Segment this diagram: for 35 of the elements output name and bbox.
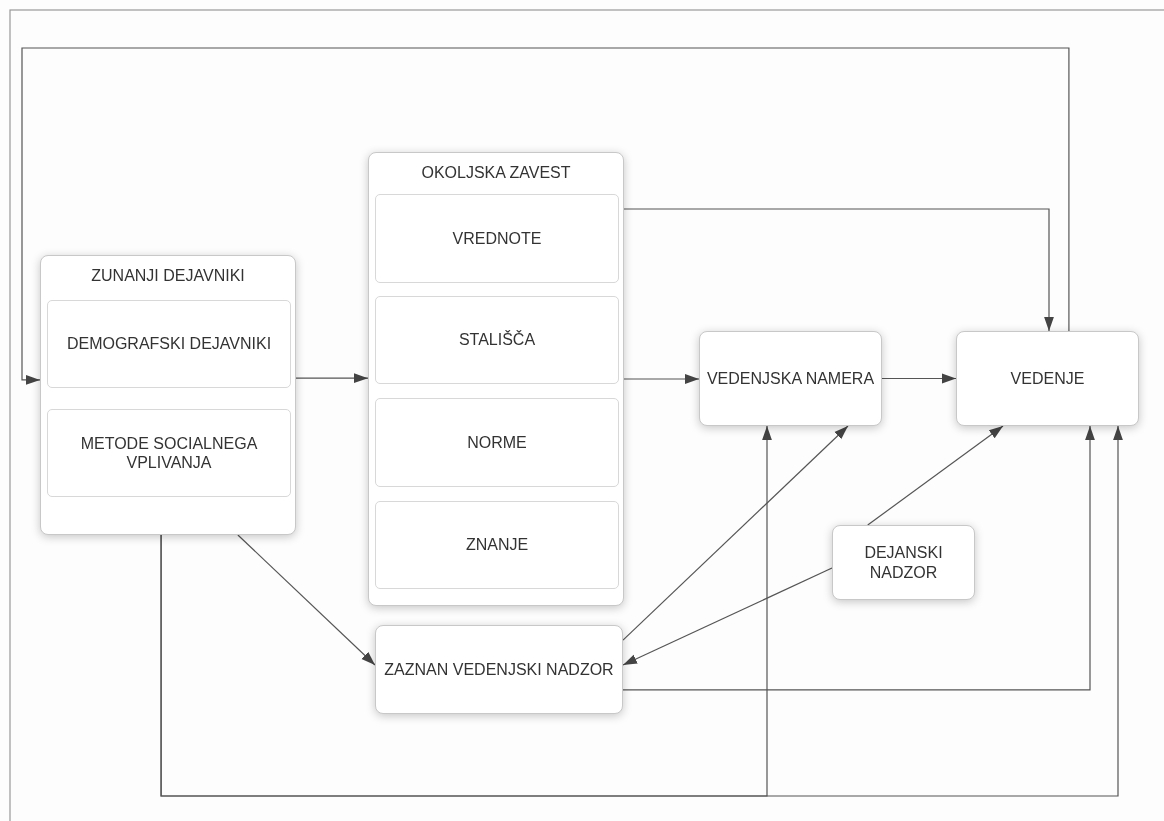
process-box xyxy=(375,296,619,384)
arrow xyxy=(21,47,1070,385)
process-box xyxy=(956,331,1139,426)
box-label: ZAZNAN VEDENJSKI NADZOR xyxy=(383,659,615,680)
box-label: VEDENJE xyxy=(1009,368,1086,389)
arrow xyxy=(622,425,849,641)
box-label: DEJANSKI NADZOR xyxy=(863,543,944,582)
arrow xyxy=(237,534,376,666)
arrow xyxy=(622,567,833,666)
process-box xyxy=(832,525,975,600)
box-label: NORME xyxy=(466,432,528,453)
arrow xyxy=(160,425,1123,797)
group-heading: ZUNANJI DEJAVNIKI xyxy=(90,266,246,286)
arrow xyxy=(881,373,957,384)
process-box xyxy=(699,331,882,426)
box-label: VEDENJSKA NAMERA xyxy=(705,368,876,389)
arrow xyxy=(295,373,369,384)
group-heading: OKOLJSKA ZAVEST xyxy=(420,163,572,183)
arrow xyxy=(622,425,1095,691)
group-box xyxy=(40,255,296,535)
process-box xyxy=(375,398,619,487)
process-box xyxy=(375,501,619,589)
box-label: METODE SOCIALNEGA VPLIVANJA xyxy=(79,433,259,473)
box-label: STALIŠČA xyxy=(457,330,537,350)
box-label: VREDNOTE xyxy=(451,228,543,249)
group-box xyxy=(368,152,624,606)
box-label: DEMOGRAFSKI DEJAVNIKI xyxy=(65,334,273,354)
process-box xyxy=(47,300,291,388)
process-box xyxy=(47,409,291,497)
arrow xyxy=(623,374,700,384)
box-label: ZNANJE xyxy=(464,535,530,555)
process-box xyxy=(375,194,619,283)
arrow xyxy=(867,425,1004,526)
arrow xyxy=(623,208,1054,332)
process-box xyxy=(375,625,623,714)
